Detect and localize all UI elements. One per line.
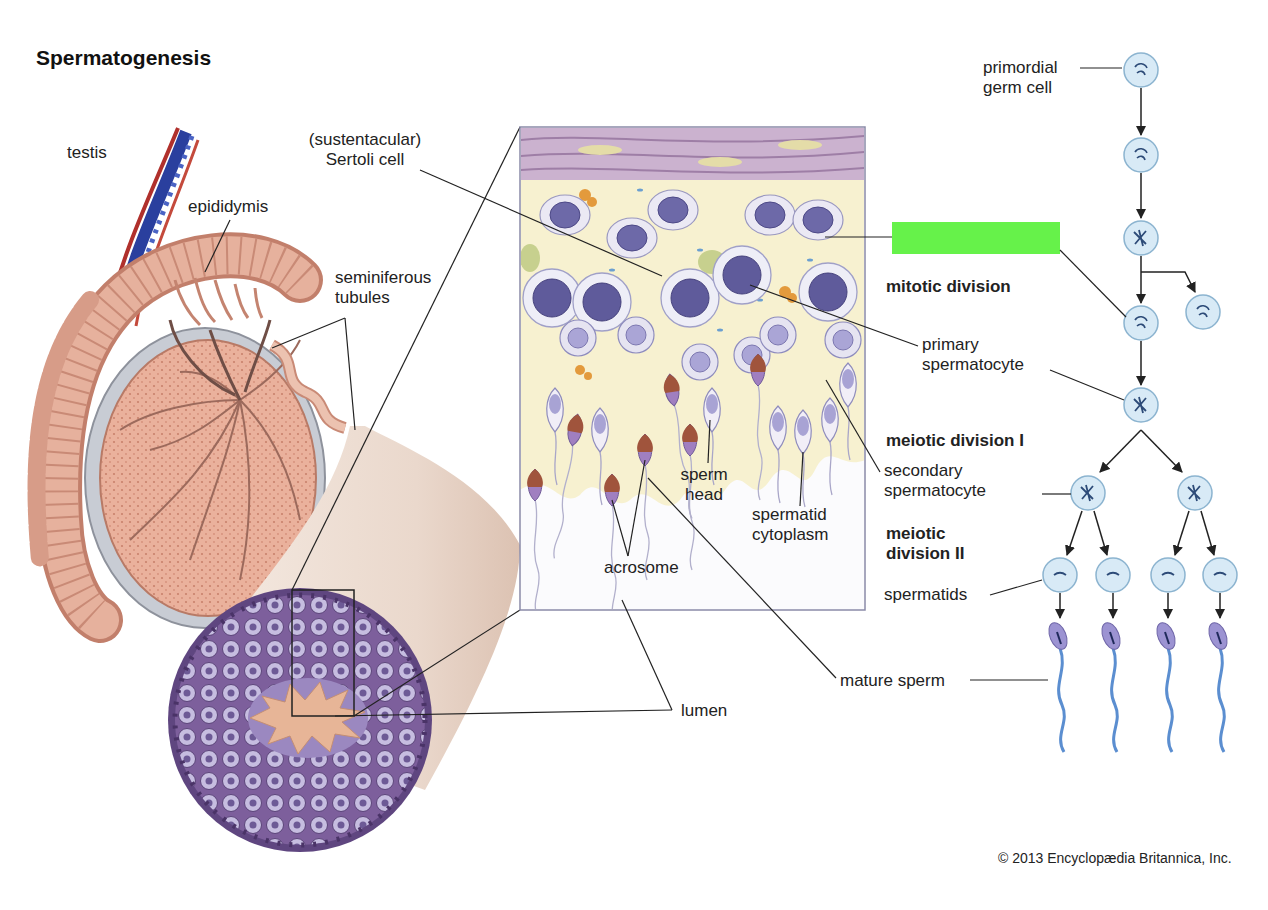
- epididymis-illustration: [37, 255, 300, 620]
- part-label: epididymis: [188, 197, 268, 217]
- part-label: acrosome: [604, 558, 679, 578]
- part-label: secondary spermatocyte: [884, 461, 1008, 502]
- part-label: seminiferous tubules: [335, 268, 475, 309]
- part-label: spermatid cytoplasm: [752, 505, 864, 546]
- part-label: testis: [67, 143, 107, 163]
- part-label: mature sperm: [840, 671, 945, 691]
- part-label: lumen: [681, 701, 727, 721]
- cell-lineage-chart: [1043, 53, 1237, 752]
- part-label: meiotic division I: [886, 431, 1024, 451]
- part-label: primordial germ cell: [983, 58, 1079, 99]
- diagram-title: Spermatogenesis: [36, 45, 211, 70]
- inset-connectors: [292, 127, 520, 716]
- tubule-cross-section: [168, 588, 432, 852]
- leader-lines: [205, 68, 1126, 716]
- part-label: primary spermatocyte: [922, 335, 1034, 376]
- inset-frame: [520, 127, 865, 610]
- inset-magnified-tubule: [521, 128, 864, 609]
- part-label: sperm head: [668, 465, 740, 506]
- part-label: mitotic division: [886, 277, 1011, 297]
- part-label: (sustentacular) Sertoli cell: [290, 130, 440, 171]
- answer-highlight-box: [892, 222, 1060, 254]
- part-label: spermatids: [884, 585, 967, 605]
- part-label: © 2013 Encyclopædia Britannica, Inc.: [998, 850, 1232, 867]
- part-label: meiotic division II: [886, 524, 972, 565]
